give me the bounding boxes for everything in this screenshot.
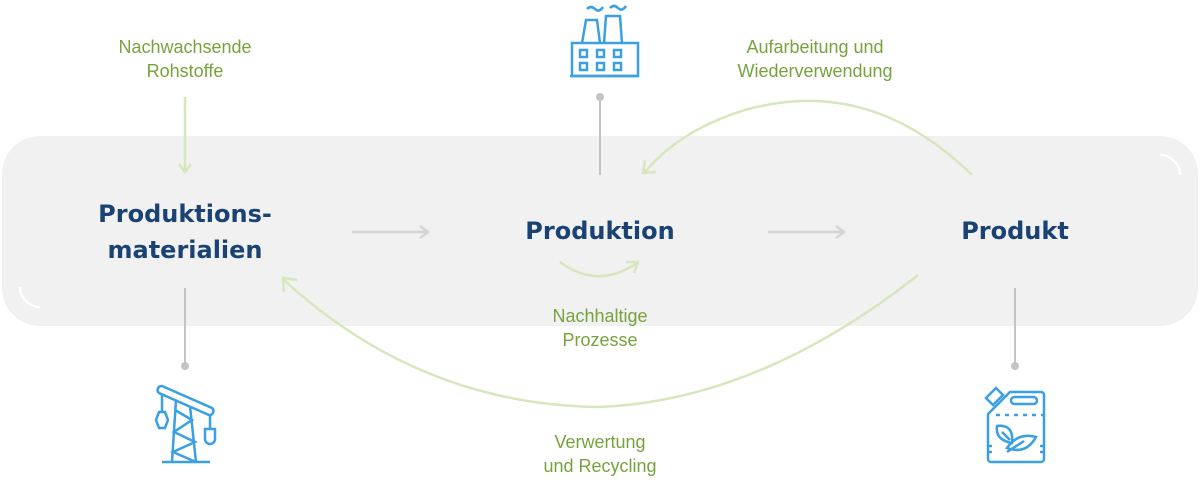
connector-dot-materials bbox=[181, 362, 189, 370]
eco-canister-icon bbox=[984, 386, 1046, 464]
connector-dot-production bbox=[596, 93, 604, 101]
factory-icon bbox=[570, 4, 640, 78]
label-sustainable: Nachhaltige Prozesse bbox=[552, 306, 648, 350]
label-refurbish: Aufarbeitung und Wiederverwendung bbox=[737, 37, 893, 81]
arrow-materials-to-production bbox=[352, 225, 431, 239]
arrow-production-to-product bbox=[768, 225, 847, 239]
node-production: Produktion bbox=[525, 217, 675, 245]
node-product: Produkt bbox=[961, 217, 1069, 245]
arrow-refurbish bbox=[641, 99, 973, 176]
label-recycling: Verwertung und Recycling bbox=[543, 432, 657, 476]
node-materials: Produktions- materialien bbox=[98, 200, 272, 264]
arrow-renewable-to-materials bbox=[178, 97, 192, 175]
arrow-recycling bbox=[281, 274, 919, 409]
arrow-sustainable-processes bbox=[559, 260, 640, 278]
connector-dot-product bbox=[1011, 362, 1019, 370]
label-renewable: Nachwachsende Rohstoffe bbox=[118, 37, 252, 81]
corner-arc-top-right bbox=[1159, 153, 1182, 176]
oil-pump-icon bbox=[154, 384, 217, 464]
corner-arc-bottom-left bbox=[18, 286, 41, 309]
